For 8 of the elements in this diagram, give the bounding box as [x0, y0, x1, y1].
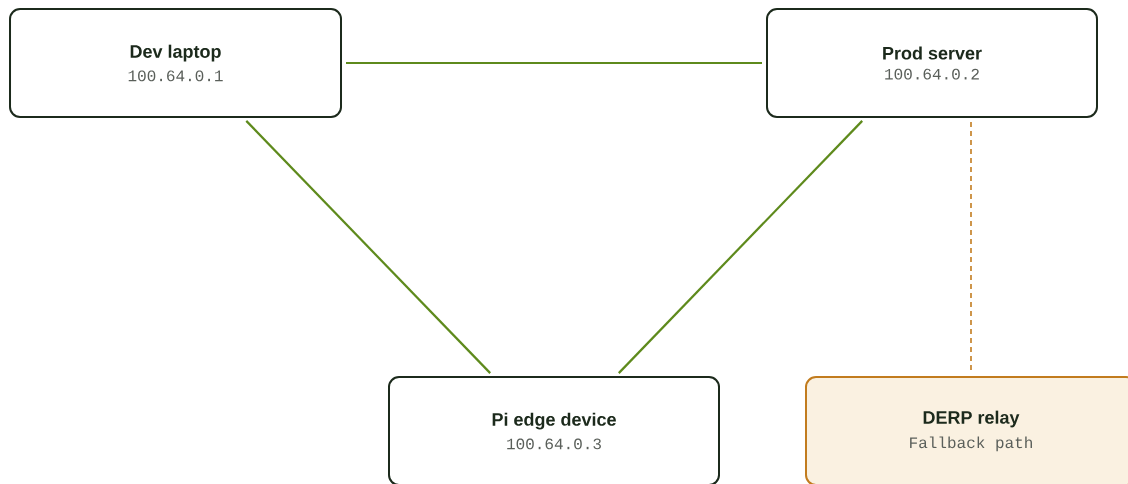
connection-line [970, 121, 972, 373]
device-box: Prod server 100.64.0.2 [766, 8, 1098, 118]
connection-line [618, 120, 863, 374]
relay-box: DERP relay Fallback path [805, 376, 1128, 484]
device-box: Dev laptop 100.64.0.1 [9, 8, 342, 118]
connection-line [346, 61, 762, 65]
device-box: Pi edge device 100.64.0.3 [388, 376, 720, 484]
connection-line [245, 120, 492, 374]
